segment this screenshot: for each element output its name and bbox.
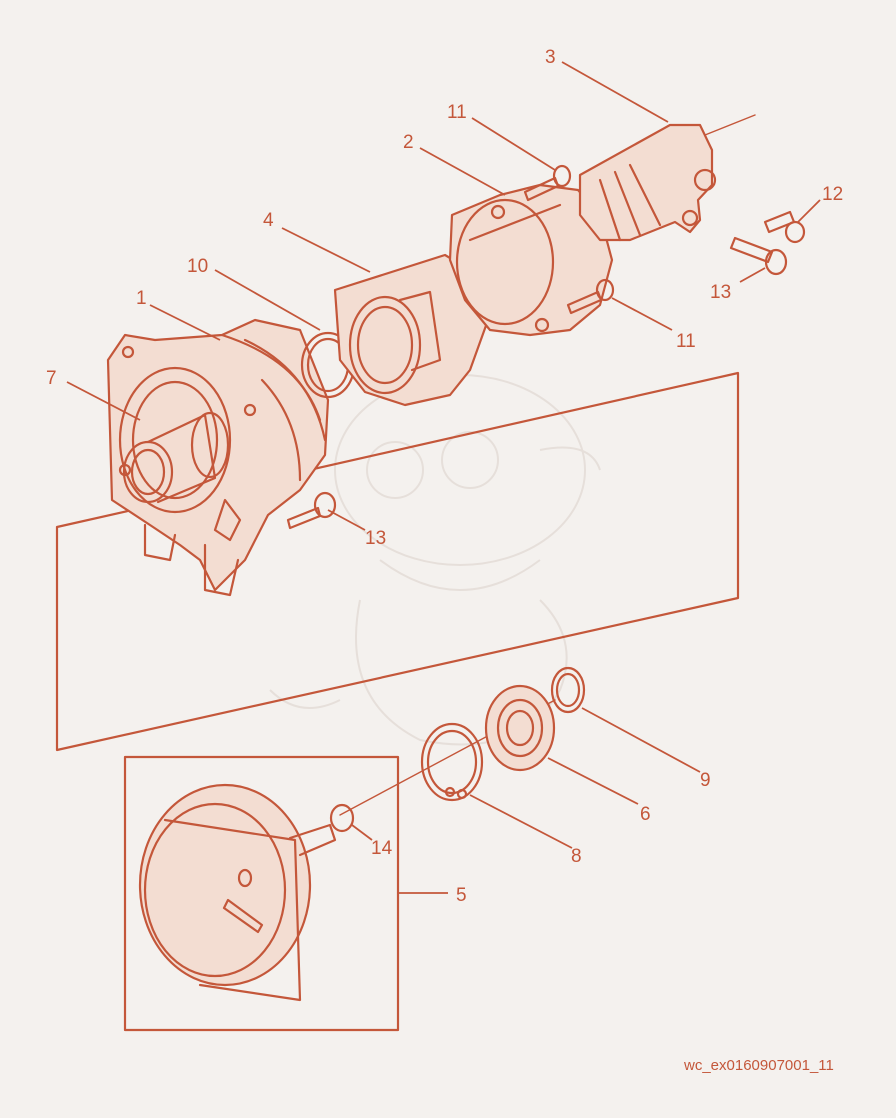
callout-3: 3 <box>545 47 556 68</box>
callout-9: 9 <box>700 770 711 791</box>
callout-5: 5 <box>456 885 467 906</box>
callout-11-lower: 11 <box>676 331 696 352</box>
part-1-housing <box>106 318 330 597</box>
callout-8: 8 <box>571 846 582 867</box>
part-6-bearing <box>484 684 556 772</box>
callout-11-upper: 11 <box>447 102 467 123</box>
part-13-screw-upper <box>729 236 788 276</box>
reference-code: wc_ex0160907001_11 <box>683 1057 834 1074</box>
part-11-screw-upper <box>523 164 572 202</box>
callout-2: 2 <box>403 132 414 153</box>
callout-1: 1 <box>136 288 147 309</box>
part-8-circlip <box>420 722 484 802</box>
assembly-bracket-frame <box>55 371 740 752</box>
callout-6: 6 <box>640 804 651 825</box>
callout-10: 10 <box>187 256 208 277</box>
shaft-axis-top <box>704 114 756 136</box>
leader-lines <box>66 61 821 894</box>
part-9-snap-ring <box>550 666 586 714</box>
part-13-screw-lower <box>286 491 337 530</box>
callout-13-lower: 13 <box>365 528 386 549</box>
callout-13-upper: 13 <box>710 282 731 303</box>
part-11-screw-lower <box>566 278 615 315</box>
callout-7: 7 <box>46 368 57 389</box>
callout-4: 4 <box>263 210 274 231</box>
part-3-endcap <box>578 123 717 242</box>
part-12-screw <box>763 210 806 244</box>
part-5-drum <box>138 783 337 1002</box>
part-14-small-ring <box>329 803 355 833</box>
part-7-sleeve <box>122 411 230 504</box>
callout-12: 12 <box>822 184 843 205</box>
callout-14: 14 <box>371 838 393 859</box>
